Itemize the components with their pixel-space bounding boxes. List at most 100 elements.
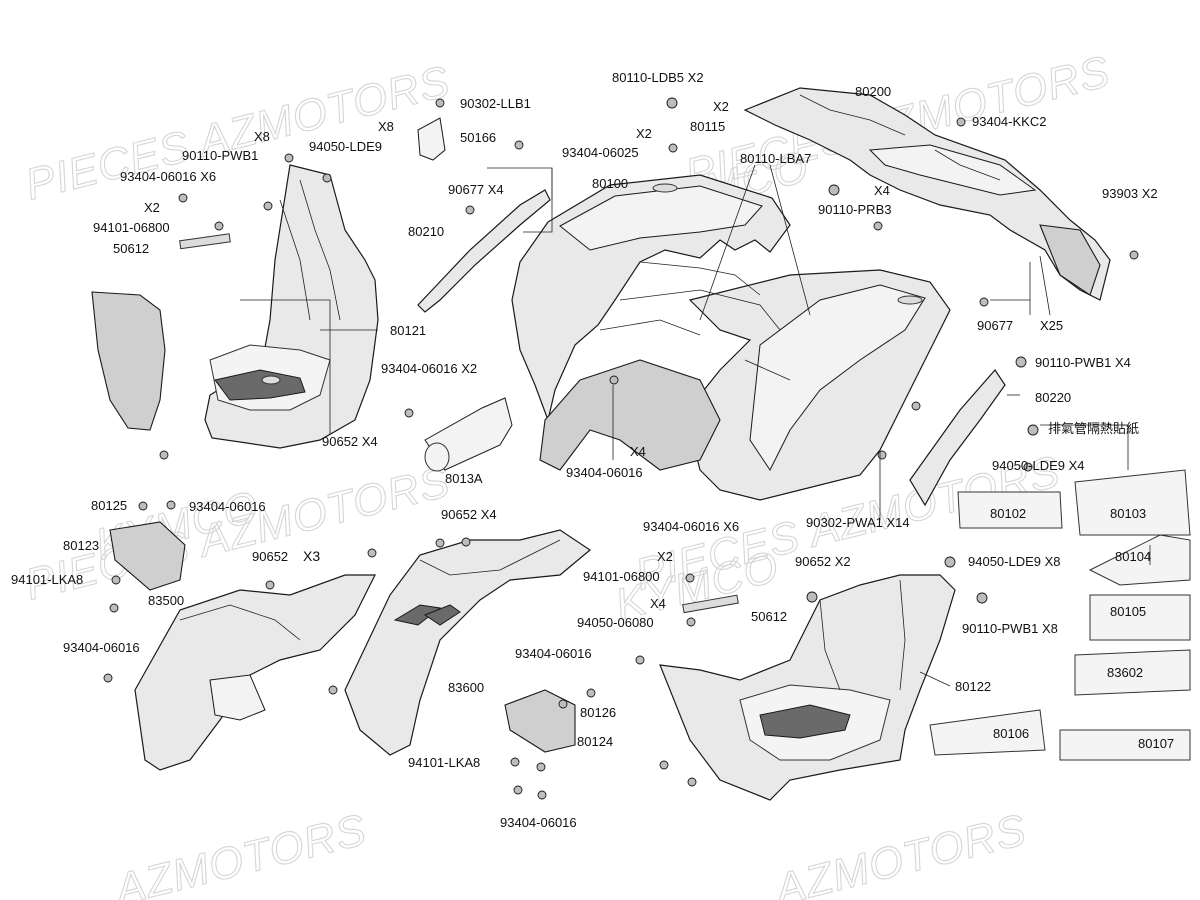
bolt-icon — [1023, 462, 1033, 472]
bolt-icon — [979, 297, 989, 307]
part-label: 94050-LDE9 — [309, 139, 382, 154]
bar-50612 — [179, 233, 739, 614]
bolt-icon — [687, 777, 697, 787]
bolt-icon — [159, 450, 169, 460]
part-label: 93404-06016 — [500, 815, 577, 830]
part-label: X4 — [630, 444, 646, 459]
bolt-icon — [956, 117, 966, 127]
part-label: 93903 X2 — [1102, 186, 1158, 201]
bolt-icon — [178, 193, 188, 203]
bolt-icon — [465, 205, 475, 215]
rear-fender-80100 — [511, 174, 951, 501]
left-side-cover-83500 — [134, 574, 376, 771]
bolt-icon — [367, 548, 377, 558]
part-label: 90110-PWB1 X4 — [1035, 355, 1131, 370]
part-label: 94101-LKA8 — [408, 755, 480, 770]
part-label: 94101-LKA8 — [11, 572, 83, 587]
part-label: 90652 X4 — [322, 434, 378, 449]
part-label: 80102 — [990, 506, 1026, 521]
strip-80210 — [417, 189, 551, 313]
bolt-icon — [558, 699, 568, 709]
bolt-icon — [166, 500, 176, 510]
central-side-panel-83600 — [344, 529, 592, 756]
part-label: 90677 X4 — [448, 182, 504, 197]
part-label: 80220 — [1035, 390, 1071, 405]
bolt-icon — [828, 184, 840, 196]
bolt-icon — [109, 603, 119, 613]
muffler-cover-8013a — [424, 397, 513, 472]
bolt-icon — [1129, 250, 1139, 260]
bolt-icon — [686, 617, 696, 627]
bolt-icon — [461, 537, 471, 547]
part-label: 90652 — [252, 549, 288, 564]
part-label: 93404-06016 — [515, 646, 592, 661]
part-80123 — [109, 521, 186, 591]
sticker-80104 — [1088, 534, 1191, 586]
part-label: 94050-06080 — [577, 615, 654, 630]
bolt-icon — [138, 501, 148, 511]
part-label: 94050-LDE9 X8 — [968, 554, 1061, 569]
bolt-icon — [435, 98, 445, 108]
sticker-80105 — [1089, 594, 1191, 641]
bracket-50166 — [417, 117, 446, 161]
part-label: 80105 — [1110, 604, 1146, 619]
bolt-icon — [537, 790, 547, 800]
part-label: 90652 X4 — [441, 507, 497, 522]
part-label: 83500 — [148, 593, 184, 608]
part-label: 80125 — [91, 498, 127, 513]
bolt-icon — [806, 591, 818, 603]
part-label: 80115 — [690, 119, 725, 134]
sticker-80103 — [1074, 469, 1191, 536]
bolt-icon — [103, 673, 113, 683]
part-label: 93404-06016 X2 — [381, 361, 477, 376]
watermark-text: AZMOTORS — [768, 805, 1032, 900]
bolt-icon — [214, 221, 224, 231]
bolt-icon — [668, 143, 678, 153]
bolt-icon — [911, 401, 921, 411]
bolt-icon — [513, 785, 523, 795]
part-label: 93404-06016 — [63, 640, 140, 655]
part-label: 80104 — [1115, 549, 1151, 564]
bolt-icon — [536, 762, 546, 772]
bolt-icon — [944, 556, 956, 568]
bolt-icon — [111, 575, 121, 585]
sticker-pads — [929, 469, 1191, 761]
bolt-icon — [404, 408, 414, 418]
tail-cover-80200 — [743, 87, 1111, 301]
part-label: 80121 — [390, 323, 426, 338]
part-label: X8 — [254, 129, 270, 144]
part-label: 93404-06016 — [189, 499, 266, 514]
part-label: 93404-06025 — [562, 145, 639, 160]
part-label: 94101-06800 — [93, 220, 170, 235]
part-80124 — [504, 689, 576, 753]
part-label: 排氣管隔熱貼紙 — [1048, 421, 1139, 436]
bolt-icon — [609, 375, 619, 385]
bolt-icon — [877, 450, 887, 460]
part-label: X4 — [650, 596, 666, 611]
bolt-icon — [1027, 424, 1039, 436]
bolt-icon — [514, 140, 524, 150]
part-label: 93404-06016 — [566, 465, 643, 480]
part-label: 83600 — [448, 680, 484, 695]
part-label: 50612 — [751, 609, 787, 624]
sticker-80102 — [957, 491, 1063, 529]
part-label: 80123 — [63, 538, 99, 553]
part-label: 93404-KKC2 — [972, 114, 1046, 129]
part-label: 80124 — [577, 734, 613, 749]
bolt-icon — [635, 655, 645, 665]
bolt-icon — [659, 760, 669, 770]
part-label: 80200 — [855, 84, 891, 99]
bolt-icon — [685, 573, 695, 583]
bolt-icon — [976, 592, 988, 604]
part-label: X8 — [378, 119, 394, 134]
side-strip-80220 — [909, 369, 1006, 507]
part-label: 93404-06016 X6 — [120, 169, 216, 184]
part-label: 90677 — [977, 318, 1013, 333]
part-label: 50612 — [113, 241, 149, 256]
bolt-icon — [322, 173, 332, 183]
bolt-icon — [284, 153, 294, 163]
part-label: X2 — [713, 99, 729, 114]
bolt-icon — [1015, 356, 1027, 368]
